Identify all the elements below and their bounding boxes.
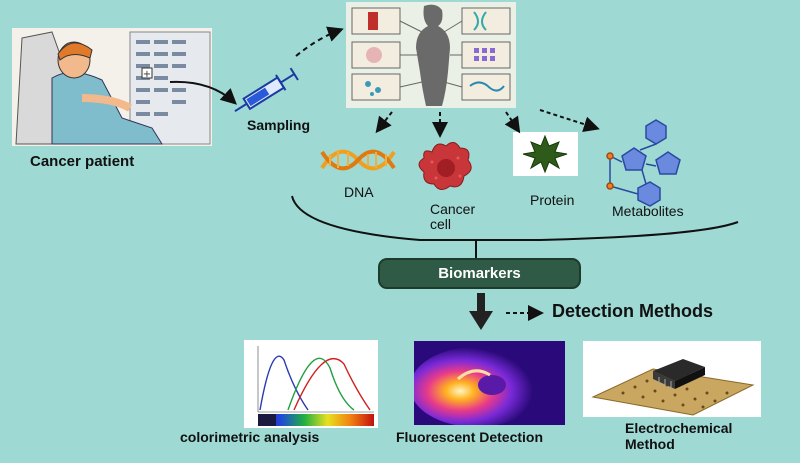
svg-text:+: + — [143, 69, 151, 80]
metabolite-icon — [606, 119, 681, 207]
label-cancer-cell-line1: Cancer — [430, 201, 476, 217]
label-electrochemical-line2: Method — [625, 436, 675, 452]
label-biomarkers: Biomarkers — [438, 265, 521, 282]
cancer-cell-icon — [418, 142, 472, 190]
patient-to-syringe-arrow — [169, 80, 237, 105]
label-detection-methods: Detection Methods — [552, 301, 714, 321]
label-cancer-cell: Cancer cell — [430, 202, 475, 232]
label-sampling: Sampling — [247, 117, 311, 133]
biomarker-bracket — [291, 195, 739, 241]
syringe-to-sample-arrow — [295, 26, 344, 57]
arrow-to-dna — [375, 111, 393, 134]
arrow-to-metabolites — [539, 109, 600, 132]
label-protein: Protein — [530, 192, 575, 208]
arrow-to-protein — [504, 111, 521, 134]
label-cancer-patient: Cancer patient — [30, 153, 135, 170]
protein-icon — [513, 132, 578, 176]
label-electrochemical: Electrochemical Method — [625, 420, 732, 452]
spectrum-chart-image — [244, 340, 378, 428]
label-colorimetric: colorimetric analysis — [180, 429, 320, 445]
fluorescence-image — [414, 341, 565, 425]
label-cancer-cell-line2: cell — [430, 216, 452, 232]
syringe-icon — [234, 67, 299, 113]
label-dna: DNA — [344, 184, 374, 200]
electrode-chip-image — [583, 341, 761, 417]
biomarkers-box: Biomarkers — [378, 258, 581, 289]
label-metabolites: Metabolites — [612, 203, 684, 219]
patient-illustration: + — [12, 28, 212, 146]
label-fluorescent: Fluorescent Detection — [396, 429, 544, 445]
label-electrochemical-line1: Electrochemical — [625, 420, 733, 436]
down-arrow-icon — [469, 293, 493, 330]
dna-icon — [320, 149, 396, 171]
body-sampling-illustration — [346, 2, 516, 108]
